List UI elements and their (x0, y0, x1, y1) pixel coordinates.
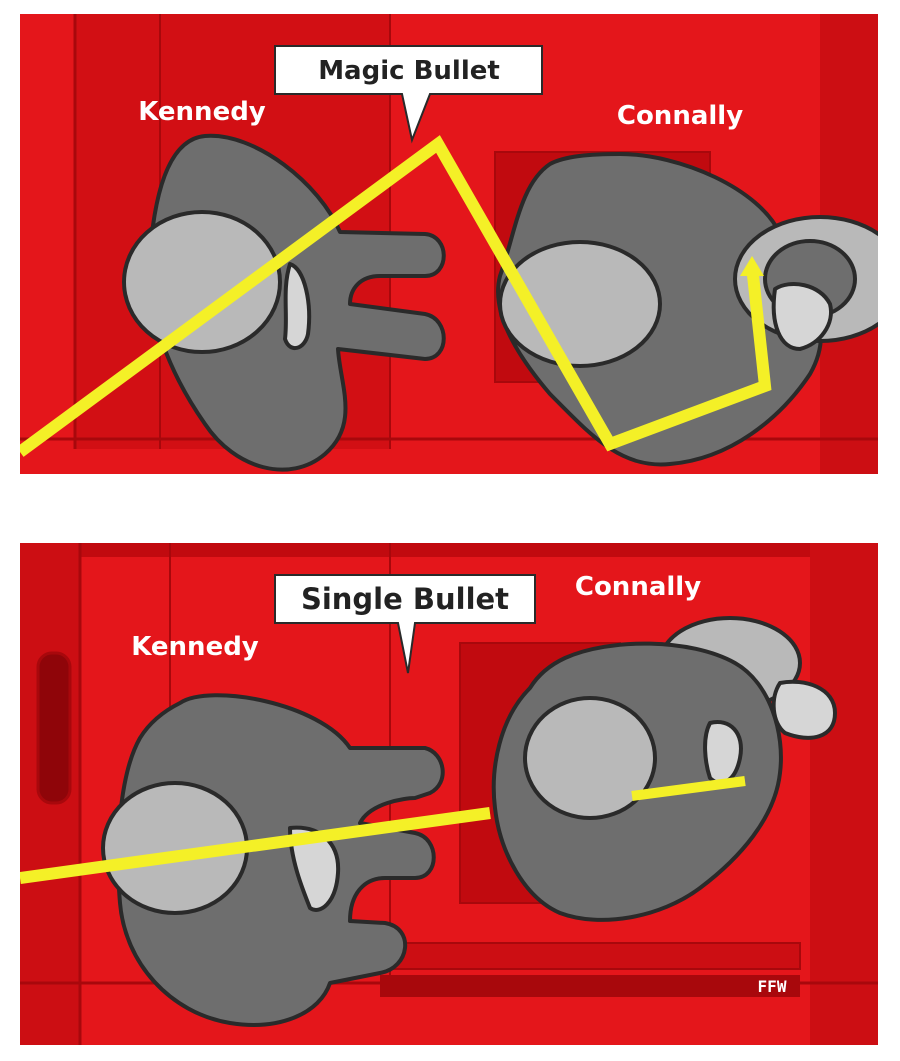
magic-bullet-panel: Magic Bullet Kennedy Connally (20, 14, 878, 474)
callout-bubble (274, 45, 543, 144)
single-bullet-diagram: Single Bullet Kennedy Connally FFW (20, 543, 878, 1045)
connally-head (498, 240, 662, 368)
bullet-path (20, 807, 491, 884)
single-bullet-panel: Single Bullet Kennedy Connally FFW (20, 543, 878, 1045)
kennedy-figure (122, 133, 446, 472)
magic-bullet-diagram: Magic Bullet Kennedy Connally (20, 14, 878, 474)
kennedy-figure (101, 693, 445, 1027)
bullet-arrowhead-icon (740, 256, 764, 276)
single-bullet-callout: Single Bullet (274, 574, 536, 674)
connally-hand (771, 282, 833, 351)
single-bullet-trajectory (20, 776, 746, 884)
kennedy-body (116, 693, 445, 1027)
artist-signature: FFW (758, 977, 787, 996)
kennedy-head (122, 210, 282, 354)
right-door-area (810, 543, 878, 1045)
connally-right-hand (771, 679, 837, 740)
connally-label: Connally (617, 101, 743, 131)
door-handle (36, 651, 72, 805)
callout-label: Single Bullet (301, 582, 509, 616)
magic-bullet-trajectory (20, 135, 772, 457)
kennedy-label: Kennedy (138, 97, 266, 127)
kennedy-hand (283, 262, 312, 350)
callout-label: Magic Bullet (318, 56, 500, 86)
callout-bubble (274, 574, 536, 674)
kennedy-label: Kennedy (131, 632, 259, 662)
connally-head (523, 696, 657, 820)
connally-label: Connally (575, 572, 701, 602)
connally-figure (491, 616, 837, 922)
bullet-path (20, 135, 772, 457)
bullet-path-exit (631, 776, 746, 801)
magic-bullet-callout: Magic Bullet (274, 45, 543, 144)
connally-left-hand (703, 720, 743, 785)
